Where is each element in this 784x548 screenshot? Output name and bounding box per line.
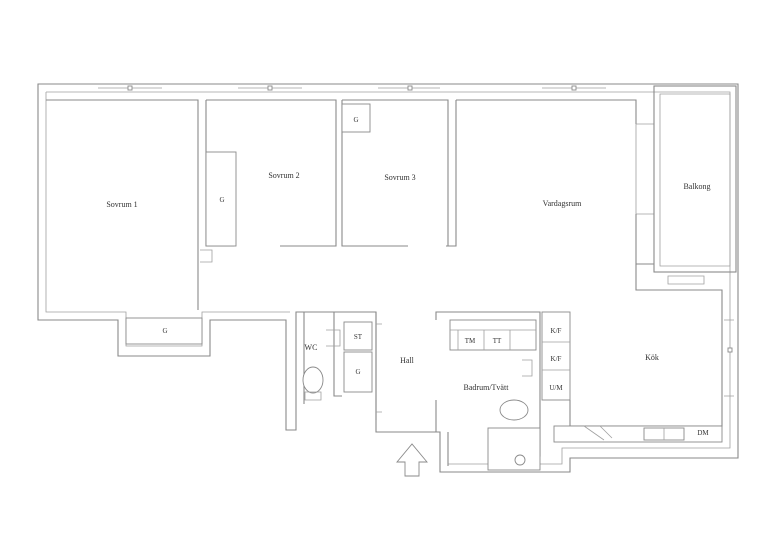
fixture-label-tm: TM	[465, 337, 476, 345]
room-label-badrum: Badrum/Tvätt	[464, 383, 510, 392]
fixture-label-um: U/M	[549, 384, 563, 392]
entrance-arrow-icon	[396, 443, 428, 477]
room-sovrum-2: Sovrum 2 G	[200, 99, 337, 263]
room-label-kok: Kök	[645, 353, 659, 362]
bathroom-toilet	[499, 399, 529, 421]
room-label-balkong: Balkong	[683, 182, 710, 191]
room-label-sovrum-2: Sovrum 2	[268, 171, 299, 180]
storage-st	[343, 321, 373, 351]
room-kok: Kök K/F K/F U/M DM	[541, 264, 734, 443]
room-balkong: Balkong	[653, 85, 737, 273]
room-label-vardagsrum: Vardagsrum	[543, 199, 582, 208]
wardrobe-sovrum-1	[125, 317, 203, 345]
room-hall: Hall	[375, 312, 428, 477]
fixture-label-st: ST	[354, 333, 363, 341]
shower	[487, 427, 541, 471]
room-sovrum-1: Sovrum 1 G	[46, 99, 203, 345]
room-vardagsrum: Vardagsrum	[446, 99, 655, 265]
room-sovrum-3: Sovrum 3 G	[341, 99, 449, 247]
wardrobe-sovrum-3	[341, 103, 371, 133]
room-label-hall: Hall	[400, 356, 415, 365]
kitchen-cabinets	[541, 311, 571, 401]
bathroom-drain	[514, 454, 526, 466]
fixture-label-tt: TT	[493, 337, 502, 345]
wardrobe-label-hall: G	[355, 368, 360, 376]
room-label-sovrum-1: Sovrum 1	[106, 200, 137, 209]
wc-toilet	[302, 366, 324, 394]
fixture-label-dm: DM	[697, 429, 709, 437]
room-label-sovrum-3: Sovrum 3	[384, 173, 415, 182]
wardrobe-sovrum-2	[205, 151, 237, 247]
fixture-label-kf-1: K/F	[551, 327, 562, 335]
hall-storage: ST G	[343, 321, 373, 393]
room-label-wc: WC	[305, 343, 318, 352]
room-badrum-tvatt: Badrum/Tvätt TM TT	[435, 311, 541, 471]
outer-walls	[37, 83, 739, 473]
wardrobe-label-sovrum-1: G	[162, 327, 167, 335]
laundry-counter	[449, 319, 537, 351]
room-wc: WC	[302, 312, 342, 404]
wardrobe-label-sovrum-3: G	[353, 116, 358, 124]
wardrobe-label-sovrum-2: G	[219, 196, 224, 204]
fixture-label-kf-2: K/F	[551, 355, 562, 363]
wardrobe-hall	[343, 351, 373, 393]
